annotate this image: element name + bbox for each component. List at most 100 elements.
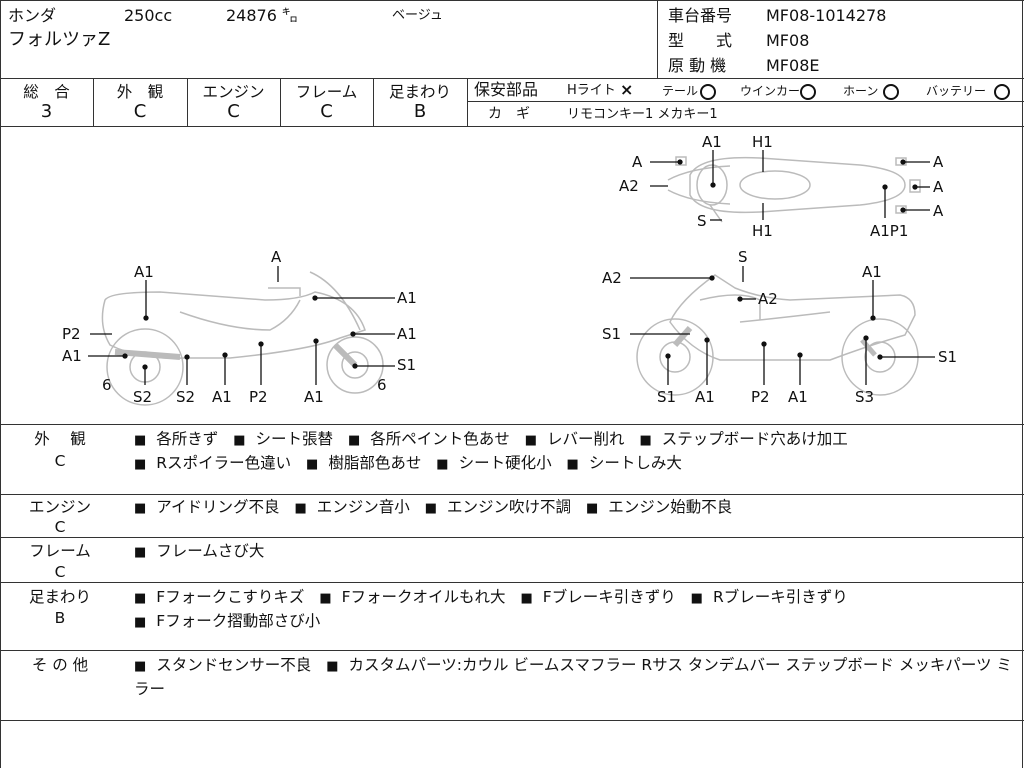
grade-div-1 bbox=[93, 78, 94, 126]
headlight-label: Hライト bbox=[567, 83, 616, 98]
note-item: シート硬化小 bbox=[436, 454, 551, 472]
headlight-mark: × bbox=[620, 80, 634, 99]
engine-grade: C bbox=[227, 101, 240, 122]
grade-div-5 bbox=[467, 78, 468, 126]
label-left-a: A bbox=[271, 248, 282, 266]
note-frame-label: フレーム bbox=[29, 542, 91, 560]
note-item: エンジン始動不良 bbox=[586, 498, 732, 516]
maker: ホンダ bbox=[8, 6, 57, 25]
diagram-labels: A1 H1 A A2 S H1 A A A A1P1 A A1 A1 P2 A1… bbox=[62, 133, 957, 406]
label-left-s2-wheel: S2 bbox=[133, 388, 152, 406]
note-item: Fブレーキ引きずり bbox=[521, 588, 676, 606]
key-value: リモコンキー1 メカキー1 bbox=[567, 107, 718, 122]
label-top-a1p1: A1P1 bbox=[870, 222, 908, 240]
note-item: シート張替 bbox=[233, 430, 333, 448]
label-top-a-right-3: A bbox=[933, 202, 944, 220]
frame-no: MF08-1014278 bbox=[766, 6, 887, 25]
label-left-a1-muffler: A1 bbox=[62, 347, 82, 365]
label-left-s1: S1 bbox=[397, 356, 416, 374]
label-right-p2: P2 bbox=[751, 388, 770, 406]
frame-grade: C bbox=[320, 101, 333, 122]
note-item: エンジン吹け不調 bbox=[425, 498, 571, 516]
note-engine-label: エンジン bbox=[28, 498, 91, 516]
note-suspension-items: Fフォークこすりキズ Fフォークオイルもれ大 Fブレーキ引きずり Rブレーキ引き… bbox=[134, 586, 1014, 634]
note-item: エンジン音小 bbox=[294, 498, 409, 516]
label-left-a1-floor: A1 bbox=[212, 388, 232, 406]
note-other-items: スタンドセンサー不良 カスタムパーツ:カウル ビームスマフラー Rサス タンデム… bbox=[134, 654, 1014, 700]
label-top-s: S bbox=[697, 212, 707, 230]
callout-lines bbox=[88, 150, 935, 385]
label-right-s: S bbox=[738, 248, 748, 266]
label-top-h1-bottom: H1 bbox=[752, 222, 773, 240]
header-divider bbox=[657, 0, 658, 78]
frame-grade-label: フレーム bbox=[295, 83, 358, 101]
note-engine-items: アイドリング不良 エンジン音小 エンジン吹け不調 エンジン始動不良 bbox=[134, 496, 1014, 520]
rule-3 bbox=[0, 424, 1024, 425]
type-label: 型 式 bbox=[668, 31, 733, 50]
label-top-a2: A2 bbox=[619, 177, 639, 195]
note-item: ステップボード穴あけ加工 bbox=[640, 430, 848, 448]
note-other-label: そ の 他 bbox=[31, 656, 89, 674]
rule-safety bbox=[467, 101, 1024, 102]
label-top-a-right-2: A bbox=[933, 178, 944, 196]
engine-label: 原 動 機 bbox=[668, 56, 727, 75]
note-item: Fフォークオイルもれ大 bbox=[319, 588, 505, 606]
label-left-6-rear: 6 bbox=[102, 376, 112, 394]
label-left-p2-floor: P2 bbox=[249, 388, 268, 406]
safety-label: 保安部品 bbox=[474, 80, 539, 99]
rule-5 bbox=[0, 537, 1024, 538]
note-frame-items: フレームさび大 bbox=[134, 540, 1014, 564]
label-top-a-left: A bbox=[632, 153, 643, 171]
label-right-a1-front: A1 bbox=[695, 388, 715, 406]
suspension-grade: B bbox=[413, 101, 427, 122]
grade-div-2 bbox=[187, 78, 188, 126]
frame-no-label: 車台番号 bbox=[668, 6, 733, 25]
label-left-p2-rear: P2 bbox=[62, 325, 81, 343]
scooter-left-view bbox=[101, 271, 384, 406]
model-name: フォルツァZ bbox=[8, 29, 111, 50]
label-right-a1-floor: A1 bbox=[788, 388, 808, 406]
winker-label: ウインカー bbox=[740, 84, 801, 98]
note-item: Rブレーキ引きずり bbox=[691, 588, 848, 606]
tail-ok-icon bbox=[700, 84, 716, 100]
overall-label: 総 合 bbox=[23, 83, 70, 101]
exterior-label: 外 観 bbox=[116, 83, 164, 101]
horn-ok-icon bbox=[883, 84, 899, 100]
label-right-a1-seat: A1 bbox=[862, 263, 882, 281]
note-item: スタンドセンサー不良 bbox=[134, 656, 311, 674]
damage-diagram: A1 H1 A A2 S H1 A A A A1P1 A A1 A1 P2 A1… bbox=[62, 133, 957, 406]
label-left-s2-stand: S2 bbox=[176, 388, 195, 406]
note-item: レバー削れ bbox=[525, 430, 625, 448]
label-top-a1: A1 bbox=[702, 133, 722, 151]
note-item: シートしみ大 bbox=[567, 454, 682, 472]
note-exterior-items: 各所きず シート張替 各所ペイント色あせ レバー削れ ステップボード穴あけ加工 … bbox=[134, 428, 1014, 476]
label-left-6-front: 6 bbox=[377, 376, 387, 394]
note-frame-grade: C bbox=[54, 563, 66, 581]
label-right-s3: S3 bbox=[855, 388, 874, 406]
note-item: Fフォーク摺動部さび小 bbox=[134, 612, 320, 630]
note-engine-grade: C bbox=[54, 518, 66, 536]
note-item: アイドリング不良 bbox=[134, 498, 280, 516]
engine-grade-label: エンジン bbox=[202, 83, 265, 101]
engine-value: MF08E bbox=[766, 56, 820, 75]
rule-4 bbox=[0, 494, 1024, 495]
overall-grade: 3 bbox=[40, 101, 53, 122]
mileage: 24876 ㌔ bbox=[226, 6, 298, 25]
label-right-a2-screen: A2 bbox=[602, 269, 622, 287]
label-top-h1: H1 bbox=[752, 133, 773, 151]
rule-8 bbox=[0, 720, 1024, 721]
label-left-a1-fork: A1 bbox=[304, 388, 324, 406]
note-exterior-grade: C bbox=[54, 452, 66, 470]
note-exterior-label: 外 観 bbox=[34, 430, 86, 448]
label-left-a1-front: A1 bbox=[397, 325, 417, 343]
note-item: 各所ペイント色あせ bbox=[348, 430, 510, 448]
battery-ok-icon bbox=[994, 84, 1010, 100]
key-label: カ ギ bbox=[488, 106, 530, 122]
displacement: 250cc bbox=[124, 6, 173, 25]
rule-1 bbox=[0, 78, 1024, 79]
label-right-s1-wheel: S1 bbox=[657, 388, 676, 406]
label-top-a-right-1: A bbox=[933, 153, 944, 171]
grade-div-3 bbox=[280, 78, 281, 126]
exterior-grade: C bbox=[133, 101, 147, 122]
grade-div-4 bbox=[373, 78, 374, 126]
